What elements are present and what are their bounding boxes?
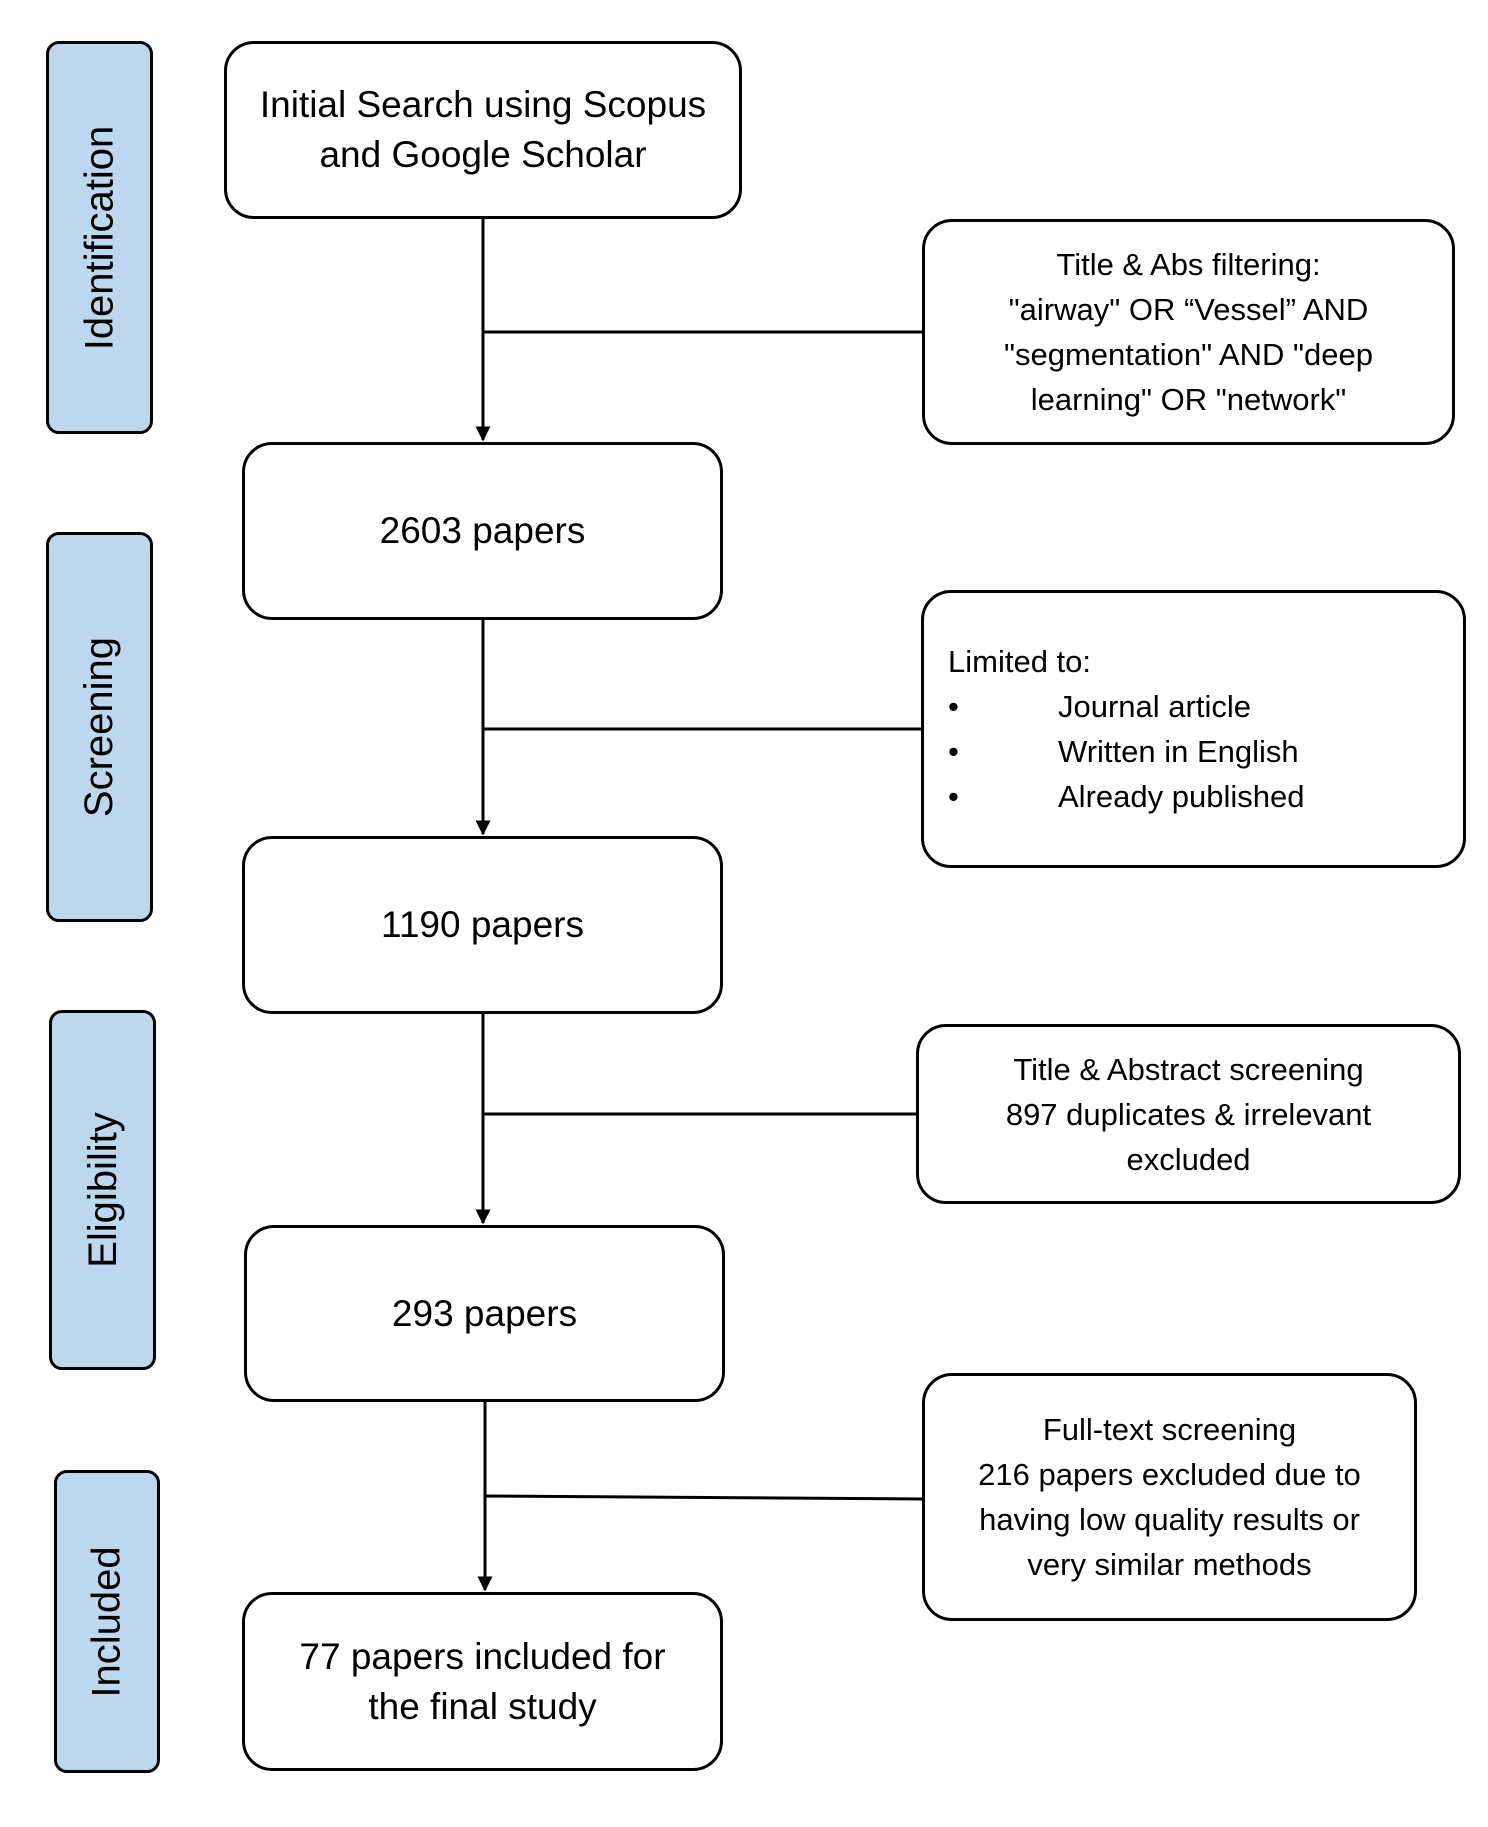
papers-1190-box: 1190 papers: [242, 836, 723, 1014]
bullet-icon: •: [948, 689, 959, 724]
full-text-screening-line-3: having low quality results or: [979, 1502, 1360, 1537]
phase-eligibility-label: Eligibility: [80, 1112, 125, 1268]
full-text-screening-line-2: 216 papers excluded due to: [978, 1457, 1361, 1492]
phase-included-label: Included: [85, 1545, 130, 1698]
title-abstract-screening-line-2: 897 duplicates & irrelevant: [1005, 1096, 1372, 1132]
final-study-box: 77 papers included for the final study: [242, 1592, 723, 1771]
phase-eligibility: Eligibility: [49, 1010, 156, 1370]
papers-293-label: 293 papers: [391, 1292, 578, 1334]
papers-2603-label: 2603 papers: [379, 510, 586, 551]
title-abs-filtering-line-2: "airway" OR “Vessel” AND: [1008, 292, 1369, 327]
title-abs-filtering-box: Title & Abs filtering: "airway" OR “Vess…: [922, 219, 1455, 445]
initial-search-line-2: and Google Scholar: [319, 134, 647, 175]
final-study-line-2: the final study: [368, 1685, 597, 1727]
phase-included: Included: [54, 1470, 160, 1773]
limited-to-item-label: Written in English: [1058, 734, 1299, 769]
title-abs-filtering-line-1: Title & Abs filtering:: [1056, 247, 1321, 282]
limited-to-item-label: Already published: [1058, 779, 1305, 814]
limited-to-item: • Already published: [948, 774, 1463, 819]
limited-to-item: • Written in English: [948, 729, 1463, 774]
papers-293-box: 293 papers: [244, 1225, 725, 1402]
phase-identification: Identification: [46, 41, 153, 434]
final-study-line-1: 77 papers included for: [299, 1635, 666, 1677]
initial-search-box: Initial Search using Scopus and Google S…: [224, 41, 742, 219]
bullet-icon: •: [948, 734, 959, 769]
full-text-screening-line-1: Full-text screening: [1042, 1412, 1297, 1447]
title-abstract-screening-box: Title & Abstract screening 897 duplicate…: [916, 1024, 1461, 1204]
title-abstract-screening-line-3: excluded: [1126, 1141, 1251, 1177]
papers-2603-box: 2603 papers: [242, 442, 723, 620]
bullet-icon: •: [948, 779, 959, 814]
full-text-screening-box: Full-text screening 216 papers excluded …: [922, 1373, 1417, 1621]
limited-to-item: • Journal article: [948, 684, 1463, 729]
title-abs-filtering-line-3: "segmentation" AND "deep: [1003, 337, 1374, 372]
branch-full-text-screening: [484, 1494, 923, 1501]
limited-to-item-label: Journal article: [1058, 689, 1251, 724]
full-text-screening-line-4: very similar methods: [1027, 1547, 1312, 1582]
limited-to-title: Limited to:: [948, 644, 1092, 679]
limited-to-box: Limited to: • Journal article • Written …: [921, 590, 1466, 868]
phase-identification-label: Identification: [77, 125, 122, 350]
initial-search-line-1: Initial Search using Scopus: [259, 84, 707, 125]
title-abs-filtering-line-4: learning" OR "network": [1030, 382, 1347, 417]
phase-screening: Screening: [46, 532, 153, 922]
title-abstract-screening-line-1: Title & Abstract screening: [1013, 1051, 1364, 1087]
papers-1190-label: 1190 papers: [381, 904, 584, 945]
phase-screening-label: Screening: [77, 636, 122, 818]
